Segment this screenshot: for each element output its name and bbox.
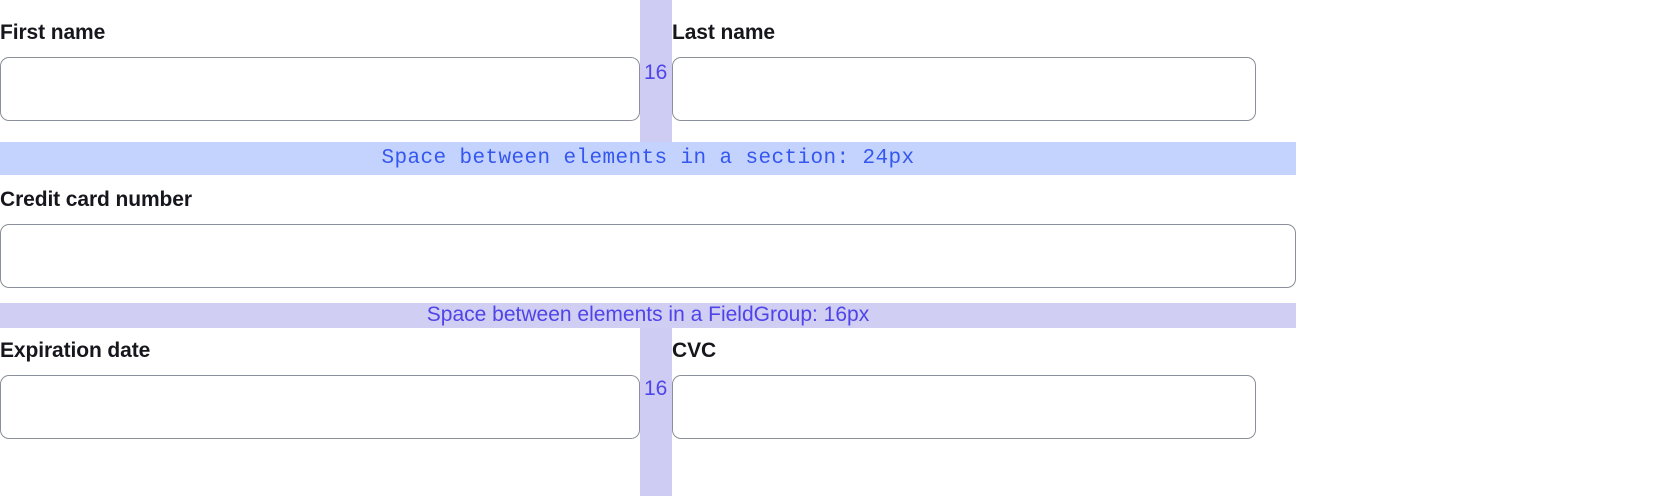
column-gap-label-names: 16: [644, 61, 668, 84]
label-first-name: First name: [0, 21, 106, 44]
input-last-name[interactable]: [672, 57, 1256, 122]
input-wrap-cvc: [672, 375, 1256, 440]
payment-form: First name Last name 16 Space between el…: [0, 0, 1296, 496]
label-cvc: CVC: [672, 339, 717, 362]
field-credit-card-number: Credit card number: [0, 175, 1296, 298]
section-spacer-label: Space between elements in a section: 24p…: [381, 147, 915, 170]
input-wrap-expiration-date: [0, 375, 640, 440]
column-gap-highlight-names: 16: [640, 0, 672, 142]
input-cvc[interactable]: [672, 375, 1256, 440]
input-wrap-credit-card-number: [0, 224, 1296, 289]
field-last-name: Last name: [672, 0, 1256, 142]
column-gap-highlight-expiry: 16: [640, 328, 672, 496]
column-gap-label-expiry: 16: [644, 377, 668, 400]
fieldgroup-spacer-annotation: Space between elements in a FieldGroup: …: [0, 303, 1296, 328]
form-row-names: First name Last name: [0, 0, 1296, 142]
input-wrap-first-name: [0, 57, 640, 122]
form-row-card: Credit card number: [0, 175, 1296, 298]
input-first-name[interactable]: [0, 57, 640, 122]
field-first-name: First name: [0, 0, 640, 142]
label-last-name: Last name: [672, 21, 775, 44]
section-spacer-annotation: Space between elements in a section: 24p…: [0, 142, 1296, 175]
label-expiration-date: Expiration date: [0, 339, 151, 362]
label-credit-card-number: Credit card number: [0, 188, 192, 211]
fieldgroup-spacer-label: Space between elements in a FieldGroup: …: [426, 302, 870, 326]
field-expiration-date: Expiration date: [0, 328, 640, 496]
form-row-expiry: Expiration date CVC: [0, 328, 1296, 496]
input-credit-card-number[interactable]: [0, 224, 1296, 289]
field-cvc: CVC: [672, 328, 1256, 496]
input-expiration-date[interactable]: [0, 375, 640, 440]
input-wrap-last-name: [672, 57, 1256, 122]
